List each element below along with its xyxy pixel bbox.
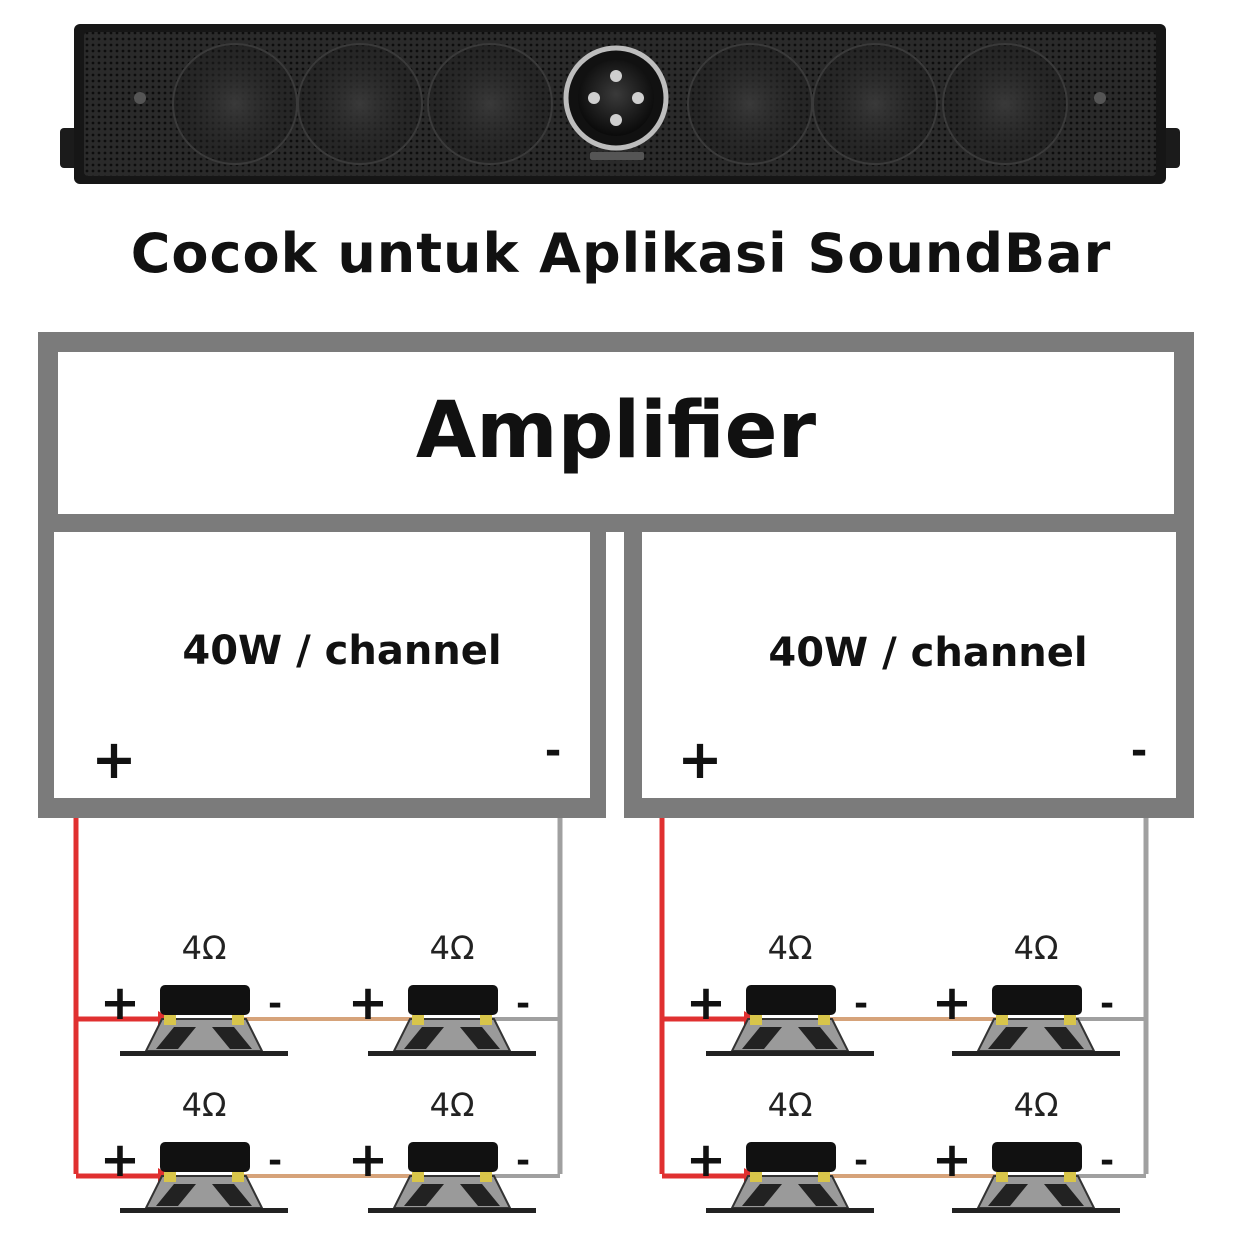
speaker-impedance-label: 4Ω: [1014, 1086, 1059, 1124]
speaker-driver-icon: 4Ω + -: [932, 929, 1120, 1056]
soundbar-caption: Cocok untuk Aplikasi SoundBar: [130, 222, 1112, 285]
speaker-impedance-label: 4Ω: [1014, 929, 1059, 967]
speaker-driver-icon: 4Ω + -: [348, 929, 536, 1056]
speaker-impedance-label: 4Ω: [182, 1086, 227, 1124]
channel-1-minus-terminal: -: [545, 728, 562, 774]
speaker-minus-terminal: -: [516, 1141, 530, 1181]
speaker-driver-icon: 4Ω + -: [686, 929, 874, 1056]
speaker-minus-terminal: -: [516, 984, 530, 1024]
speaker-impedance-label: 4Ω: [430, 929, 475, 967]
speaker-minus-terminal: -: [854, 984, 868, 1024]
amplifier-title-panel: [58, 352, 1174, 514]
speaker-wiring: [73, 818, 1149, 1184]
speaker-driver-icon: 4Ω + -: [932, 1086, 1120, 1213]
speaker-impedance-label: 4Ω: [182, 929, 227, 967]
speaker-plus-terminal: +: [100, 975, 140, 1031]
channel-1-power-label: 40W / channel: [182, 628, 501, 674]
speaker-minus-terminal: -: [1100, 984, 1114, 1024]
soundbar-speaker-icon: [60, 24, 1180, 184]
speaker-plus-terminal: +: [348, 975, 388, 1031]
speaker-driver-icon: 4Ω + -: [100, 1086, 288, 1213]
speaker-minus-terminal: -: [268, 1141, 282, 1181]
amplifier-title: Amplifier: [416, 386, 817, 476]
channel-1-panel: [54, 532, 590, 798]
speaker-driver-icon: 4Ω + -: [100, 929, 288, 1056]
channel-2-plus-terminal: +: [677, 728, 722, 791]
speaker-plus-terminal: +: [100, 1132, 140, 1188]
speaker-driver-icon: 4Ω + -: [686, 1086, 874, 1213]
speaker-plus-terminal: +: [348, 1132, 388, 1188]
speaker-array: 4Ω + - 4Ω + - 4Ω + - 4Ω + - 4Ω + - 4Ω + - 4Ω + - 4Ω + -: [100, 929, 1120, 1213]
speaker-impedance-label: 4Ω: [768, 929, 813, 967]
channel-1-plus-terminal: +: [91, 728, 136, 791]
speaker-plus-terminal: +: [686, 1132, 726, 1188]
speaker-plus-terminal: +: [932, 1132, 972, 1188]
channel-2-minus-terminal: -: [1131, 728, 1148, 774]
speaker-plus-terminal: +: [686, 975, 726, 1031]
speaker-impedance-label: 4Ω: [768, 1086, 813, 1124]
speaker-minus-terminal: -: [854, 1141, 868, 1181]
speaker-driver-icon: 4Ω + -: [348, 1086, 536, 1213]
speaker-minus-terminal: -: [268, 984, 282, 1024]
speaker-minus-terminal: -: [1100, 1141, 1114, 1181]
speaker-impedance-label: 4Ω: [430, 1086, 475, 1124]
wiring-diagram: Amplifier 40W / channel 40W / channel + …: [38, 332, 1194, 1213]
channel-2-power-label: 40W / channel: [768, 630, 1087, 676]
channel-2-panel: [642, 532, 1176, 798]
speaker-plus-terminal: +: [932, 975, 972, 1031]
